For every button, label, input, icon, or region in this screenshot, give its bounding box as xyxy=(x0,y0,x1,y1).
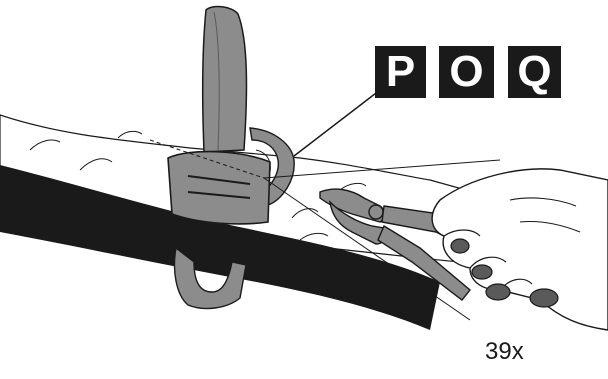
hand-icon xyxy=(432,169,608,330)
part-label-q: Q xyxy=(508,46,561,98)
label-leader-line xyxy=(294,90,380,156)
cable-tie-tail xyxy=(203,7,247,152)
part-label-o: O xyxy=(439,46,494,98)
part-label-p: P xyxy=(375,46,426,98)
part-labels: P O Q xyxy=(375,46,561,98)
cable-tie-head xyxy=(168,152,270,224)
quantity-label: 39x xyxy=(485,338,524,366)
